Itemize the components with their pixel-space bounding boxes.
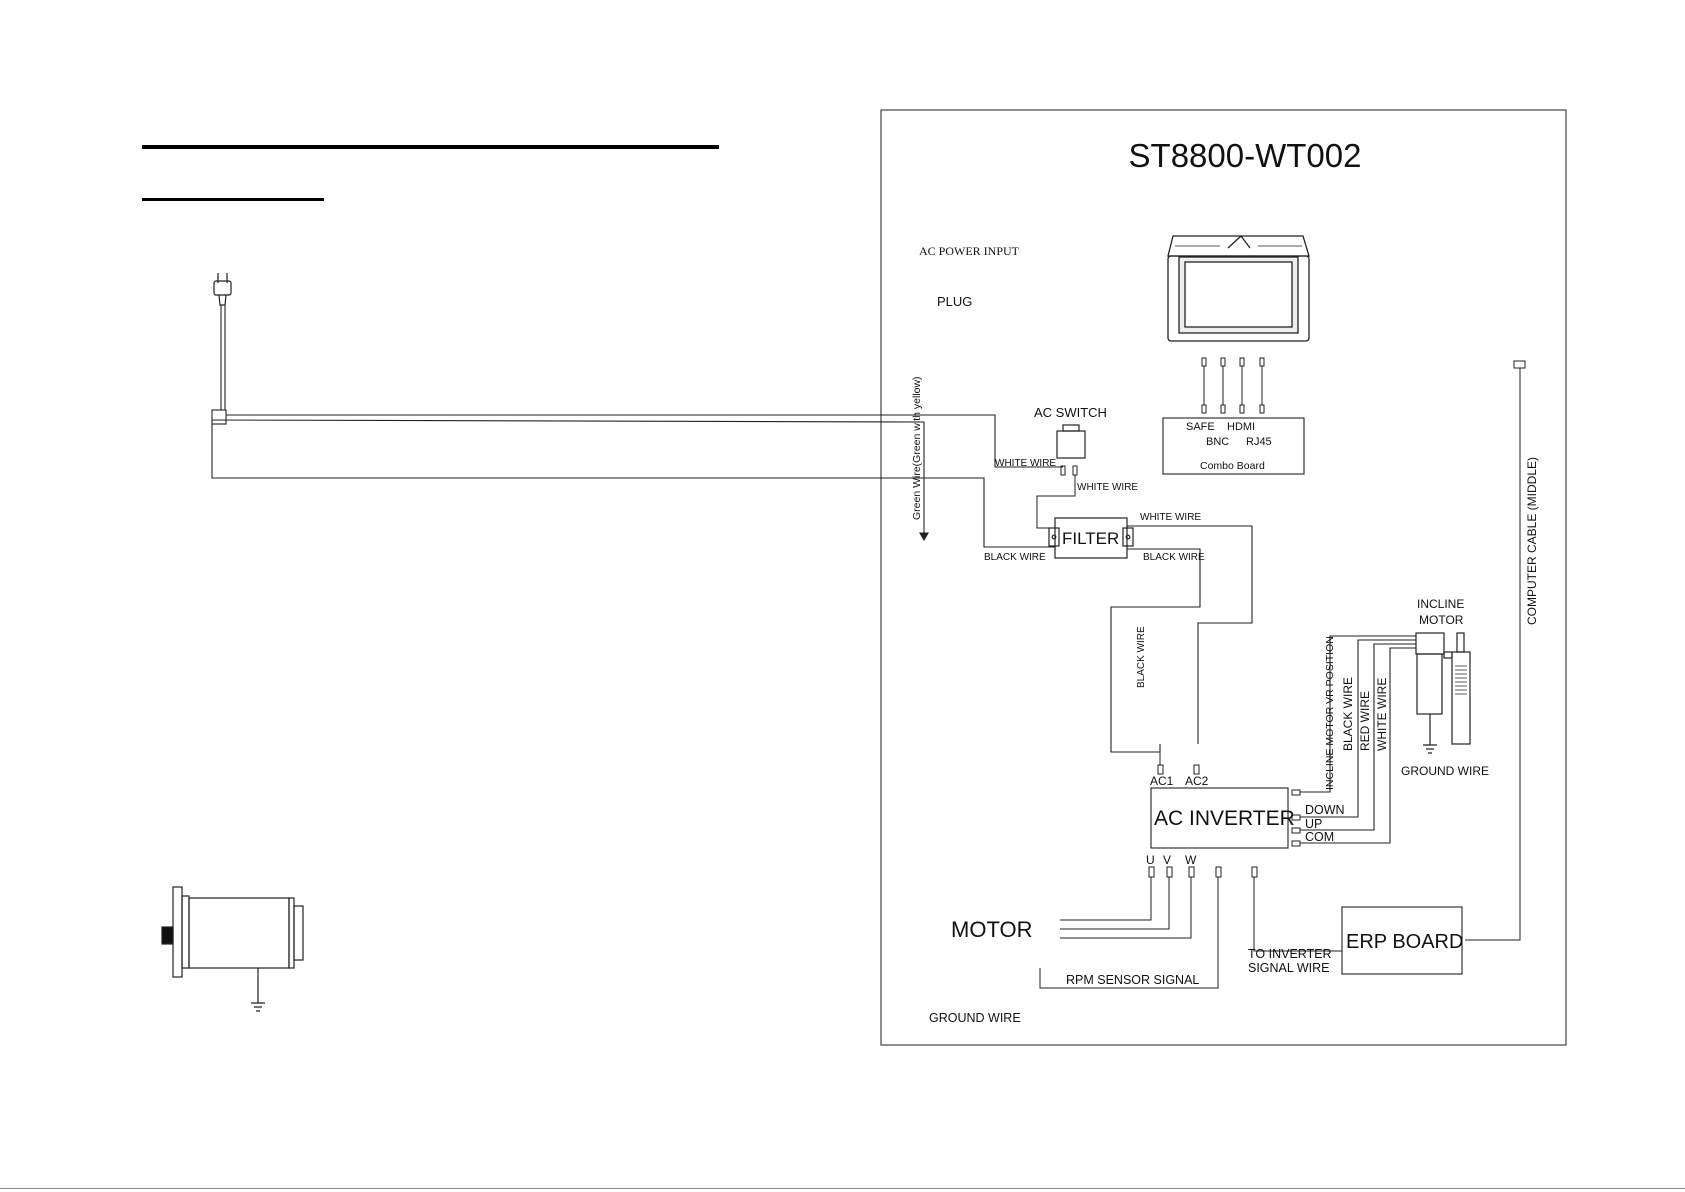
computer-cable-label: COMPUTER CABLE (MIDDLE) — [1525, 457, 1539, 625]
plug-label: PLUG — [937, 294, 972, 309]
page-bottom-border — [0, 1188, 1685, 1189]
down-label: DOWN — [1305, 803, 1345, 817]
incline-motor-icon — [1415, 632, 1471, 754]
green-wire-label: Green Wire(Green with yellow) — [911, 376, 923, 520]
heading-rule-long — [142, 145, 719, 149]
up-label: UP — [1305, 817, 1322, 831]
ac-power-input-label: AC POWER INPUT — [919, 244, 1020, 258]
to-inverter-label-2: SIGNAL WIRE — [1248, 961, 1330, 975]
incline-motor-label-2: MOTOR — [1419, 613, 1464, 627]
red-wire-label: RED WIRE — [1358, 691, 1372, 751]
motor-icon — [161, 886, 304, 1012]
console-display-icon — [1167, 235, 1310, 342]
combo-board-label: Combo Board — [1200, 460, 1265, 472]
ac-inverter-box — [1150, 787, 1289, 849]
diagram-frame — [880, 109, 1567, 1046]
hdmi-label: HDMI — [1227, 421, 1255, 433]
ac-switch-label: AC SWITCH — [1034, 405, 1107, 420]
heading-rule-short — [142, 198, 324, 201]
u-label: U — [1146, 853, 1155, 867]
com-label: COM — [1305, 830, 1334, 844]
w-label: W — [1185, 853, 1197, 867]
v-label: V — [1163, 853, 1171, 867]
black-wire-label-right: BLACK WIRE — [1143, 552, 1205, 563]
plug-icon — [213, 273, 232, 306]
ac2-label: AC2 — [1185, 774, 1209, 788]
filter-label: FILTER — [1062, 529, 1119, 548]
black-wire-label-vertical: BLACK WIRE — [1136, 626, 1147, 688]
motor-label: MOTOR — [951, 917, 1032, 942]
white-wire-label-1: WHITE WIRE — [995, 458, 1056, 469]
filter-box — [1048, 517, 1134, 559]
black-wire-label-incline: BLACK WIRE — [1341, 677, 1355, 751]
to-inverter-label-1: TO INVERTER — [1248, 947, 1332, 961]
black-wire-label-left: BLACK WIRE — [984, 552, 1046, 563]
rpm-sensor-label: RPM SENSOR SIGNAL — [1066, 973, 1199, 987]
bnc-label: BNC — [1206, 436, 1229, 448]
combo-board — [1162, 417, 1305, 475]
rj45-label: RJ45 — [1246, 436, 1272, 448]
white-wire-label-incline: WHITE WIRE — [1375, 678, 1389, 751]
ac-switch-icon — [1056, 424, 1086, 459]
safe-label: SAFE — [1186, 421, 1215, 433]
white-wire-label-3: WHITE WIRE — [1140, 512, 1201, 523]
ground-wire-label-incline: GROUND WIRE — [1401, 764, 1489, 778]
diagram-title: ST8800-WT002 — [1129, 137, 1362, 174]
incline-motor-label-1: INCLINE — [1417, 597, 1464, 611]
ac1-label: AC1 — [1150, 774, 1174, 788]
erp-board-label: ERP BOARD — [1346, 931, 1463, 953]
incline-vr-label: INCLINE MOTOR VR POSITION — [1324, 636, 1336, 790]
ac-inverter-label: AC INVERTER — [1154, 807, 1295, 830]
ground-wire-label-motor: GROUND WIRE — [929, 1011, 1021, 1025]
erp-board-box — [1341, 906, 1463, 975]
white-wire-label-2: WHITE WIRE — [1077, 482, 1138, 493]
